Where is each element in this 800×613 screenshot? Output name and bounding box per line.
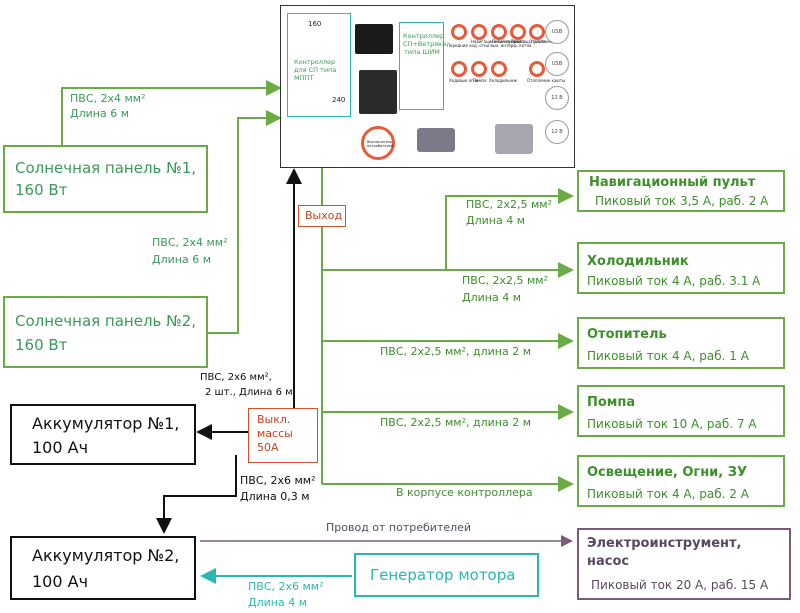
motor-generator: Генератор мотора bbox=[354, 553, 539, 597]
usb-port-2: USB bbox=[545, 52, 569, 76]
battery-link-wire-spec: ПВС, 2х6 мм² bbox=[240, 474, 316, 487]
port-4 bbox=[510, 24, 526, 40]
consumer-fridge: Холодильник Пиковый ток 4 А, раб. 3.1 А bbox=[577, 242, 785, 294]
consumer-switch: Выключатель потребителей bbox=[361, 126, 395, 160]
generator-wire-length: Длина 4 м bbox=[248, 596, 307, 609]
battery-2-capacity: 100 Ач bbox=[32, 572, 89, 591]
generator-label: Генератор мотора bbox=[370, 566, 516, 584]
mppt-label: Контроллер для СП типа МППТ bbox=[294, 58, 337, 82]
port-label-4: Помпа bbox=[511, 39, 525, 44]
tool-title-line1: Электроинструмент, bbox=[587, 536, 742, 551]
port-2 bbox=[471, 24, 487, 40]
port-label-6: Ходовые огни bbox=[449, 78, 479, 83]
consumer-pump: Помпа Пиковый ток 10 А, раб. 7 А bbox=[577, 385, 785, 437]
port-label-8: Холодильник bbox=[489, 78, 518, 83]
solar-panel-1-power: 160 Вт bbox=[15, 181, 68, 199]
consumer-lights: Освещение, Огни, ЗУ Пиковый ток 4 А, раб… bbox=[577, 455, 785, 507]
switch-label: Выключатель потребителей bbox=[367, 140, 394, 149]
panel2-wire-length: Длина 6 м bbox=[152, 253, 211, 266]
solar-panel-2: Солнечная панель №2, 160 Вт bbox=[3, 296, 208, 368]
battery-1-capacity: 100 Ач bbox=[32, 438, 89, 457]
mass-switch: Выкл. массы 50А bbox=[248, 408, 318, 463]
consumer-lights-current: Пиковый ток 4 А, раб. 2 А bbox=[587, 487, 749, 501]
mass-switch-line3: 50А bbox=[257, 441, 279, 454]
output-label-box: Выход bbox=[298, 205, 346, 227]
battery-2: Аккумулятор №2, 100 Ач bbox=[10, 536, 196, 600]
panel1-wire-length: Длина 6 м bbox=[70, 107, 129, 120]
port-8 bbox=[491, 61, 507, 77]
pump-wire-spec: ПВС, 2х2,5 мм², длина 2 м bbox=[380, 416, 531, 429]
port-label-1: Передние ход. огни вых. интерф. котла bbox=[447, 43, 532, 48]
consumer-power-tool: Электроинструмент, насос Пиковый ток 20 … bbox=[577, 528, 791, 600]
wire-battery-link bbox=[156, 455, 237, 534]
consumer-heater-title: Отопитель bbox=[587, 327, 667, 342]
mppt-device-image bbox=[355, 24, 393, 54]
battery-wire-spec: ПВС, 2х6 мм², bbox=[200, 372, 272, 383]
mppt-width: 160 bbox=[308, 20, 322, 28]
generator-wire-spec: ПВС, 2х6 мм² bbox=[248, 580, 324, 593]
port-label-3: Питание навигац. пульта bbox=[492, 39, 546, 44]
nav-wire-spec: ПВС, 2х2,5 мм² bbox=[466, 198, 552, 211]
port-9 bbox=[529, 61, 545, 77]
solar-panel-1-title: Солнечная панель №1, bbox=[15, 159, 197, 177]
port-3 bbox=[491, 24, 507, 40]
panel1-wire-spec: ПВС, 2х4 мм² bbox=[70, 92, 146, 105]
port-label-9: Отопление каюты bbox=[527, 78, 566, 83]
socket-12v-2: 12 В bbox=[545, 120, 569, 144]
lights-wire-note: В корпусе контроллера bbox=[396, 486, 533, 499]
output-label: Выход bbox=[305, 209, 343, 222]
solar-panel-2-power: 160 Вт bbox=[15, 336, 68, 354]
battery-link-wire-length: Длина 0,3 м bbox=[240, 490, 310, 503]
fan-image bbox=[495, 124, 533, 154]
consumer-nav-title: Навигационный пульт bbox=[589, 175, 756, 190]
fridge-wire-length: Длина 4 м bbox=[462, 291, 521, 304]
battery-1-title: Аккумулятор №1, bbox=[32, 414, 180, 433]
port-7 bbox=[471, 61, 487, 77]
mppt-height: 240 bbox=[332, 96, 346, 104]
pwm-label: Контроллер СП+Ветряка типа ШИМ bbox=[403, 32, 447, 56]
consumer-heater-current: Пиковый ток 4 А, раб. 1 А bbox=[587, 349, 749, 363]
consumer-fridge-current: Пиковый ток 4 А, раб. 3.1 А bbox=[587, 274, 761, 288]
panel2-wire-spec: ПВС, 2х4 мм² bbox=[152, 236, 228, 249]
mppt-device-image-2 bbox=[359, 70, 397, 114]
port-label-5: Отопление bbox=[529, 39, 553, 44]
port-1 bbox=[451, 24, 467, 40]
heater-wire-spec: ПВС, 2х2,5 мм², длина 2 м bbox=[380, 345, 531, 358]
socket-12v-1: 12 В bbox=[545, 86, 569, 110]
battery-1: Аккумулятор №1, 100 Ач bbox=[10, 404, 196, 465]
mass-switch-line1: Выкл. bbox=[257, 413, 291, 426]
consumer-pump-title: Помпа bbox=[587, 395, 636, 410]
consumer-pump-current: Пиковый ток 10 А, раб. 7 А bbox=[587, 417, 757, 431]
consumer-heater: Отопитель Пиковый ток 4 А, раб. 1 А bbox=[577, 317, 785, 369]
port-label-2: Навигационный пульт bbox=[471, 39, 519, 44]
battery-wire-length: 2 шт., Длина 6 м bbox=[205, 387, 293, 398]
tool-current: Пиковый ток 20 А, раб. 15 А bbox=[591, 578, 769, 592]
tool-title-line2: насос bbox=[587, 554, 630, 569]
pwm-controller: Контроллер СП+Ветряка типа ШИМ bbox=[399, 22, 447, 110]
consumer-nav-panel: Навигационный пульт Пиковый ток 3,5 А, р… bbox=[577, 170, 785, 212]
fridge-wire-spec: ПВС, 2х2,5 мм² bbox=[462, 274, 548, 287]
port-5 bbox=[529, 24, 545, 40]
fuse-block-image bbox=[417, 128, 455, 152]
solar-panel-2-title: Солнечная панель №2, bbox=[15, 312, 197, 330]
mass-switch-line2: массы bbox=[257, 427, 293, 440]
nav-wire-length: Длина 4 м bbox=[466, 214, 525, 227]
wire-panel2 bbox=[208, 110, 282, 334]
consumer-lights-title: Освещение, Огни, ЗУ bbox=[587, 465, 748, 480]
battery-2-title: Аккумулятор №2, bbox=[32, 546, 180, 565]
solar-panel-1: Солнечная панель №1, 160 Вт bbox=[3, 145, 208, 213]
mppt-controller: 160 240 Контроллер для СП типа МППТ bbox=[287, 13, 351, 117]
tool-wire-note: Провод от потребителей bbox=[326, 521, 472, 534]
port-6 bbox=[451, 61, 467, 77]
controller-box: 160 240 Контроллер для СП типа МППТ Конт… bbox=[280, 5, 575, 168]
consumer-fridge-title: Холодильник bbox=[587, 254, 689, 269]
port-label-7: Помпа bbox=[473, 78, 487, 83]
wire-panel1 bbox=[61, 80, 282, 145]
usb-port-1: USB bbox=[545, 20, 569, 44]
consumer-nav-current: Пиковый ток 3,5 А, раб. 2 А bbox=[595, 194, 769, 208]
